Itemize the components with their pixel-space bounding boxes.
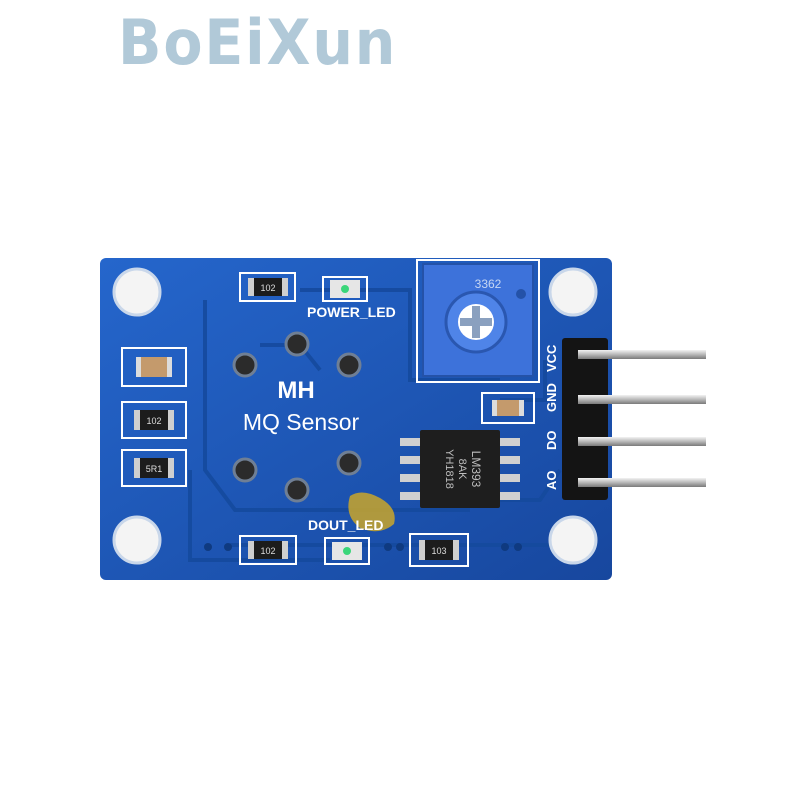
resistor-bottom-2-code: 103 [431,546,446,556]
pot-code: 3362 [475,277,502,291]
watermark-logo: BoEiXun [118,6,398,79]
mounting-holes [112,267,598,565]
resistor-bottom-1-code: 102 [260,546,275,556]
dout-led-label: DOUT_LED [308,517,383,533]
resistor-left-2-code: 5R1 [146,464,163,474]
chip-lot: 8AK [456,459,468,480]
chip-date: YH1818 [443,449,455,489]
power-led-label: POWER_LED [307,304,396,320]
power-led [322,276,368,302]
pin-label-do: DO [544,431,559,451]
pin-label-gnd: GND [544,383,559,412]
capacitor-left [121,347,187,387]
board-brand: MH [277,377,314,404]
dout-led [324,537,370,565]
vias [204,543,522,551]
resistor-left-1: 102 [121,401,187,439]
resistor-left-2: 5R1 [121,449,187,487]
resistor-bottom-1: 102 [239,535,297,565]
pin-label-vcc: VCC [544,344,559,372]
resistor-top-code: 102 [260,283,275,293]
resistor-left-1-code: 102 [146,416,161,426]
comparator-chip: LM393 8AK YH1818 [400,430,520,508]
chip-part: LM393 [469,451,483,488]
pin-header [562,338,706,500]
board-title: MQ Sensor [243,409,360,435]
pin-label-ao: AO [544,471,559,491]
sensor-socket-pads [232,331,362,503]
capacitor-right [481,392,535,424]
resistor-top: 102 [239,272,296,302]
potentiometer: 3362 [416,259,540,383]
solder-blob [348,492,395,532]
resistor-bottom-2: 103 [409,533,469,567]
